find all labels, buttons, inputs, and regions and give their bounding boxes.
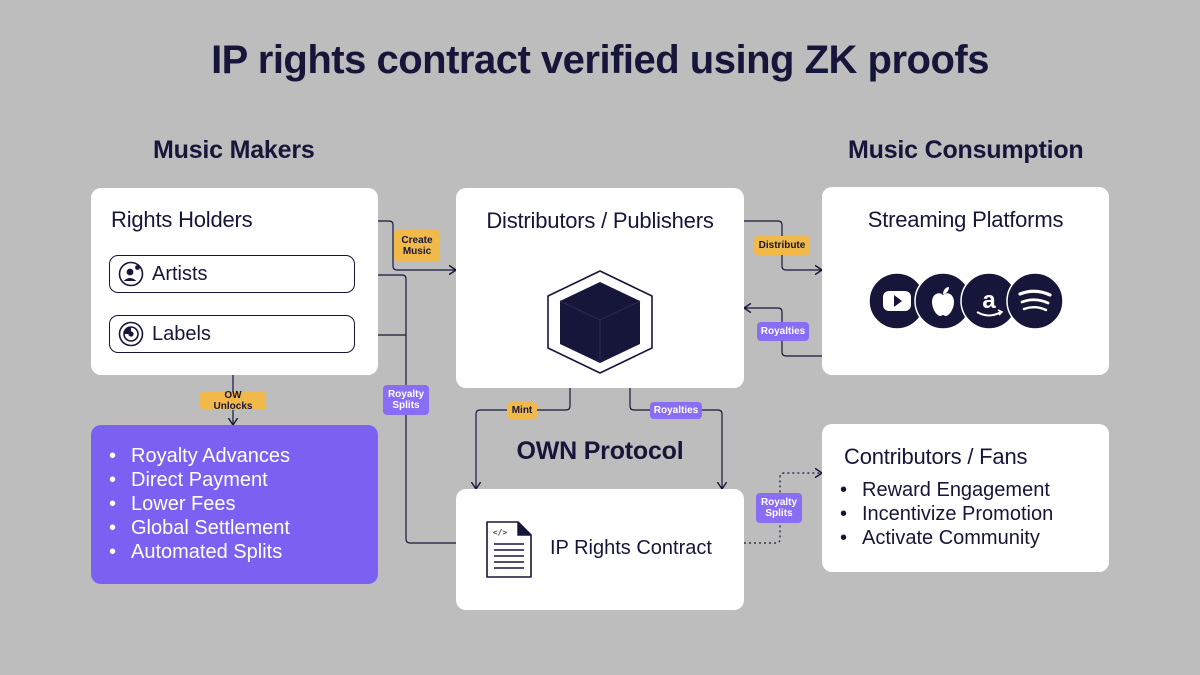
streaming-platforms-card: Streaming Platforms a	[822, 187, 1109, 375]
spotify-icon	[1006, 272, 1064, 330]
unlock-item: Royalty Advances	[109, 444, 290, 468]
platform-logos: a	[868, 272, 1064, 335]
contributor-item: Activate Community	[840, 526, 1053, 550]
page-title: IP rights contract verified using ZK pro…	[211, 38, 989, 82]
royalty-splits-right-connector	[744, 473, 822, 544]
unlocks-list: Royalty Advances Direct Payment Lower Fe…	[109, 444, 290, 564]
rights-holders-title: Rights Holders	[111, 207, 253, 232]
cube-icon	[542, 268, 658, 381]
create-music-tag: Create Music	[394, 230, 440, 262]
ow-unlocks-tag: OW Unlocks	[200, 390, 266, 412]
contributors-card: Contributors / Fans Reward Engagement In…	[822, 424, 1109, 572]
contributors-list: Reward Engagement Incentivize Promotion …	[840, 478, 1053, 550]
labels-pill: Labels	[109, 315, 355, 353]
contributors-title: Contributors / Fans	[844, 444, 1028, 469]
labels-label: Labels	[152, 322, 211, 345]
streaming-title: Streaming Platforms	[867, 207, 1064, 232]
royalty-splits-right-tag: Royalty Splits	[756, 493, 802, 523]
artists-pill: Artists	[109, 255, 355, 293]
rights-holders-card: Rights Holders Artists Labels	[91, 188, 378, 375]
label-disc-icon	[118, 321, 144, 347]
distributors-title: Distributors / Publishers	[486, 208, 714, 233]
unlock-item: Global Settlement	[109, 516, 290, 540]
unlock-item: Lower Fees	[109, 492, 290, 516]
distribute-tag: Distribute	[754, 236, 810, 255]
own-protocol-label: OWN Protocol	[516, 437, 684, 465]
contributor-item: Reward Engagement	[840, 478, 1053, 502]
unlock-item: Automated Splits	[109, 540, 290, 564]
ip-contract-title: IP Rights Contract	[550, 537, 712, 559]
unlock-item: Direct Payment	[109, 468, 290, 492]
code-document-icon: </>	[484, 520, 534, 585]
svg-text:</>: </>	[493, 528, 508, 537]
section-music-consumption: Music Consumption	[848, 136, 1084, 164]
artists-label: Artists	[152, 262, 208, 285]
contributor-item: Incentivize Promotion	[840, 502, 1053, 526]
ip-rights-contract-card: </> IP Rights Contract	[456, 489, 744, 610]
unlocks-card: Royalty Advances Direct Payment Lower Fe…	[91, 425, 378, 584]
create-music-connector	[378, 220, 456, 270]
svg-text:a: a	[982, 287, 996, 314]
royalty-splits-left-tag: Royalty Splits	[383, 385, 429, 415]
royalties-platform-tag: Royalties	[757, 322, 809, 341]
royalties-contract-tag: Royalties	[650, 402, 702, 419]
distributors-card: Distributors / Publishers	[456, 188, 744, 388]
mint-tag: Mint	[507, 402, 537, 419]
section-music-makers: Music Makers	[153, 136, 315, 164]
artist-icon	[118, 261, 144, 287]
amazon-icon: a	[960, 272, 1018, 330]
